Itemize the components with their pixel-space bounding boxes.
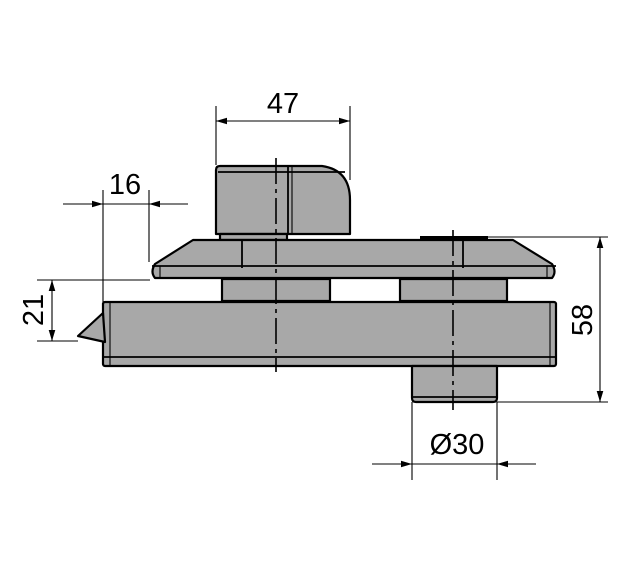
latch-lip (76, 311, 107, 344)
dimension-label-diameter-30: Ø30 (430, 429, 485, 461)
dimension-21 (37, 279, 150, 342)
dimension-16 (63, 190, 188, 302)
dimension-diameter-30 (372, 402, 536, 480)
dimension-label-47: 47 (267, 88, 299, 120)
dimension-58 (488, 236, 608, 403)
dimension-label-58: 58 (567, 304, 599, 336)
lock-body (76, 300, 558, 368)
cylinder (410, 364, 499, 404)
handle (214, 164, 352, 242)
dimension-label-21: 21 (18, 294, 50, 326)
dimension-47 (215, 106, 351, 180)
dimension-label-16: 16 (109, 169, 141, 201)
mounting-plate (151, 236, 556, 280)
